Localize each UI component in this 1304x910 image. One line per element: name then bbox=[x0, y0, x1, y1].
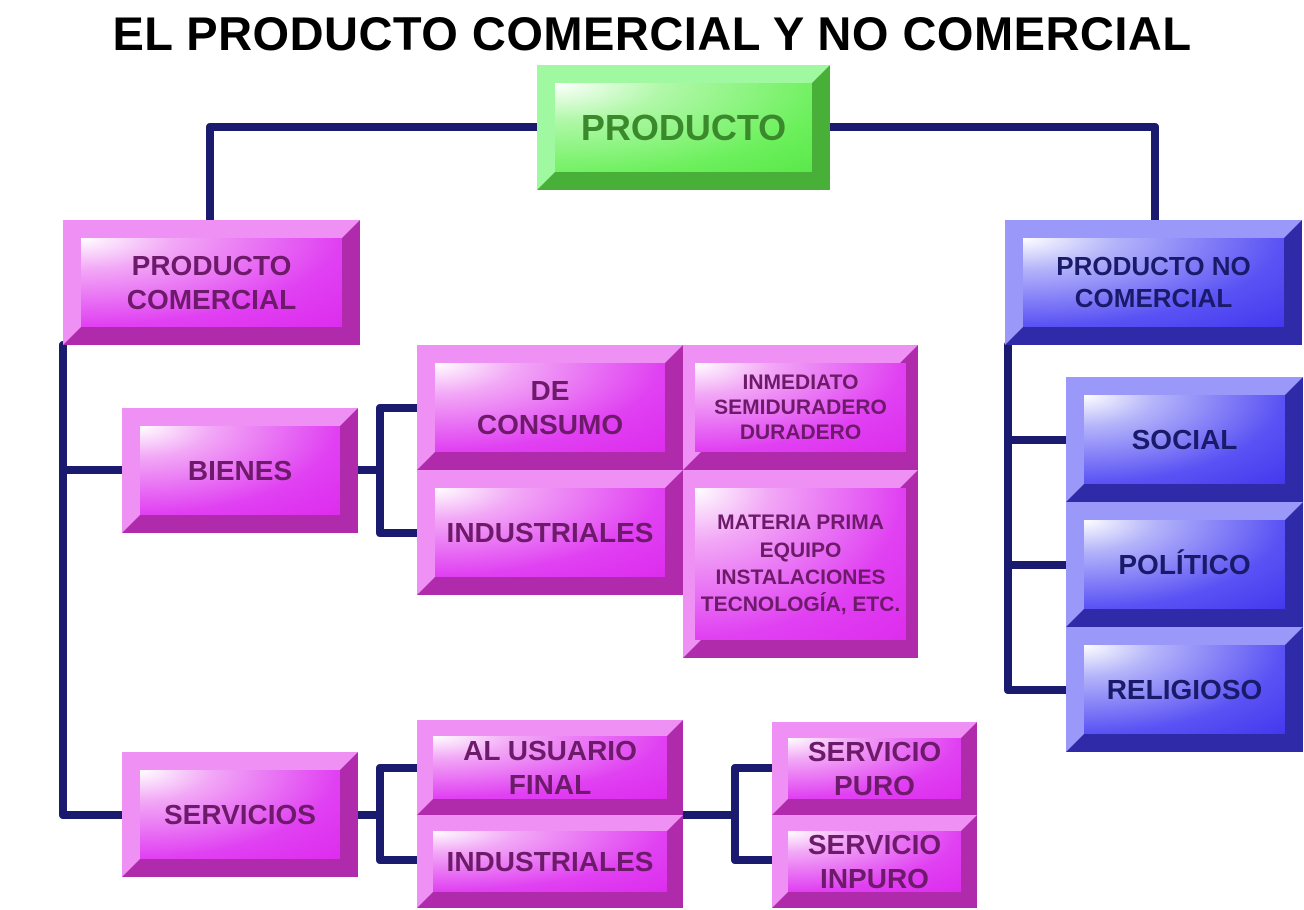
node-bienes: BIENES bbox=[122, 408, 358, 533]
node-de-consumo: DE CONSUMO bbox=[417, 345, 683, 470]
node-industriales-tipos: MATERIA PRIMA EQUIPO INSTALACIONES TECNO… bbox=[683, 470, 918, 658]
connector-bienes bbox=[354, 404, 421, 537]
node-producto-no-comercial: PRODUCTO NO COMERCIAL bbox=[1005, 220, 1302, 345]
node-al-usuario-final: AL USUARIO FINAL bbox=[417, 720, 683, 815]
node-consumo-tipos: INMEDIATO SEMIDURADERO DURADERO bbox=[683, 345, 918, 470]
connector-comercial-trunk bbox=[59, 341, 126, 819]
node-producto-comercial: PRODUCTO COMERCIAL bbox=[63, 220, 360, 345]
node-producto: PRODUCTO bbox=[537, 65, 830, 190]
connector-servicios bbox=[354, 764, 421, 864]
node-industriales-bienes: INDUSTRIALES bbox=[417, 470, 683, 595]
diagram-title: EL PRODUCTO COMERCIAL Y NO COMERCIAL bbox=[112, 7, 1192, 60]
node-social: SOCIAL bbox=[1066, 377, 1303, 502]
connector-root-no-comercial bbox=[826, 123, 1159, 224]
node-industriales-servicios: INDUSTRIALES bbox=[417, 815, 683, 908]
node-servicios: SERVICIOS bbox=[122, 752, 358, 877]
connector-root-comercial bbox=[206, 123, 541, 224]
connector-no-comercial-trunk bbox=[1004, 341, 1070, 694]
node-politico: POLÍTICO bbox=[1066, 502, 1303, 627]
node-servicio-puro: SERVICIO PURO bbox=[772, 722, 977, 815]
node-religioso: RELIGIOSO bbox=[1066, 627, 1303, 752]
node-servicio-inpuro: SERVICIO INPURO bbox=[772, 815, 977, 908]
connector-servicio-tipos bbox=[679, 764, 776, 864]
